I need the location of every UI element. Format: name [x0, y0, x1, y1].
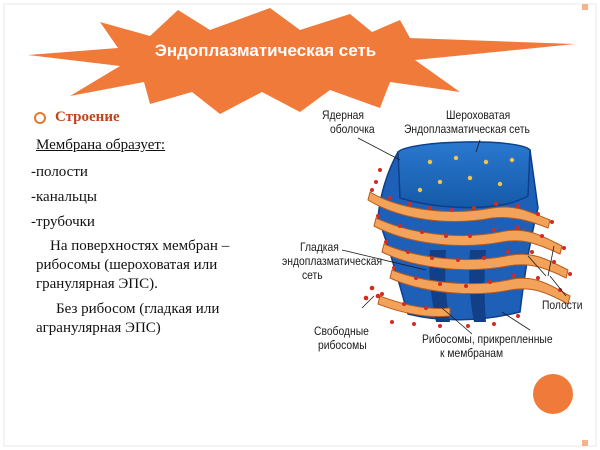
- list-item-cavities: -полости: [31, 164, 88, 180]
- label-free-ribosomes-2: рибосомы: [318, 338, 367, 352]
- decorative-orange-circle: [533, 374, 573, 414]
- label-smooth-er-1: Гладкая: [300, 240, 339, 254]
- rough-er-text-3: гранулярная ЭПС).: [36, 276, 158, 292]
- er-diagram: [341, 137, 572, 335]
- title-starburst: [28, 8, 575, 114]
- label-rough-er-1: Шероховатая: [446, 108, 511, 122]
- label-rough-er-2: Эндоплазматическая сеть: [404, 122, 530, 136]
- page-title: Эндоплазматическая сеть: [154, 41, 377, 60]
- label-smooth-er-3: сеть: [302, 268, 323, 282]
- free-ribosomes-marks: [363, 285, 381, 301]
- label-attached-ribosomes-2: к мембранам: [440, 346, 504, 360]
- label-nuclear-envelope-2: оболочка: [330, 122, 375, 136]
- attached-ribosomes: [370, 168, 572, 328]
- rough-er-text-1: На поверхностях мембран –: [50, 238, 230, 254]
- structure-heading-row: Строение: [34, 109, 120, 126]
- structure-heading: Строение: [55, 109, 120, 125]
- label-pointers: [341, 137, 567, 335]
- label-cavities: Полости: [542, 298, 583, 312]
- smooth-er-text-2: агранулярная ЭПС): [36, 320, 161, 336]
- label-nuclear-envelope-1: Ядерная: [322, 108, 364, 122]
- smooth-er-text-1: Без рибосом (гладкая или: [56, 301, 220, 317]
- label-free-ribosomes-1: Свободные: [314, 324, 369, 338]
- bullet-ring-icon: [34, 111, 46, 124]
- rough-er-text-2: рибосомы (шероховатая или: [36, 257, 218, 273]
- label-smooth-er-2: эндоплазматическая: [282, 254, 383, 268]
- list-item-tubules: -трубочки: [31, 214, 95, 230]
- nucleus-pores: [417, 155, 515, 193]
- membrane-forms-text: Мембрана образует:: [36, 137, 166, 153]
- list-item-canals: -канальцы: [31, 189, 97, 205]
- nucleus-dome: [397, 141, 531, 209]
- label-attached-ribosomes-1: Рибосомы, прикрепленные: [422, 332, 553, 346]
